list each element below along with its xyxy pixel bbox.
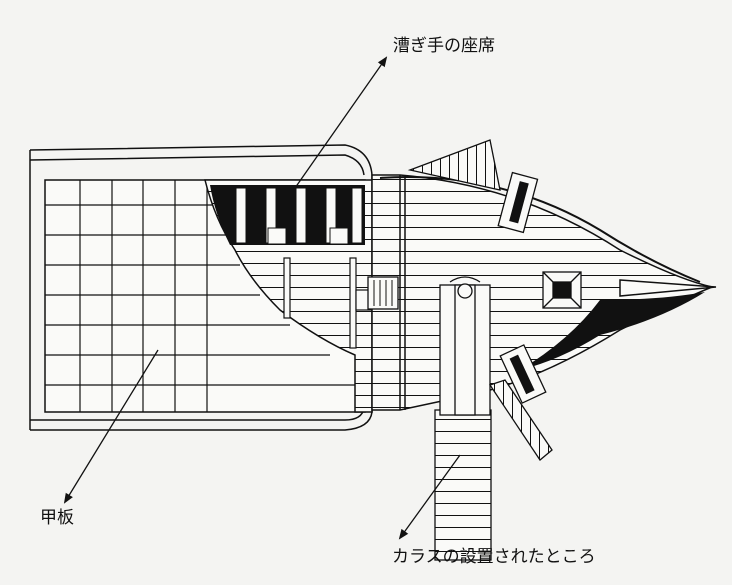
- corvus: [434, 276, 553, 561]
- bow-ram: [379, 176, 717, 370]
- hatch: [367, 276, 399, 310]
- rower-seats: [210, 185, 365, 245]
- pyramid-fitting: [542, 271, 582, 309]
- label-corvus-location: カラスの設置されたところ: [392, 547, 596, 567]
- top-rail-inner: [29, 154, 365, 176]
- deck-area: [44, 179, 366, 413]
- arrow-seats: [294, 56, 388, 189]
- upper-fittings: [407, 139, 539, 234]
- arrow-corvus: [398, 454, 461, 540]
- label-rower-seats: 漕ぎ手の座席: [393, 36, 495, 56]
- arrow-deck: [63, 349, 159, 504]
- label-deck: 甲板: [40, 508, 74, 528]
